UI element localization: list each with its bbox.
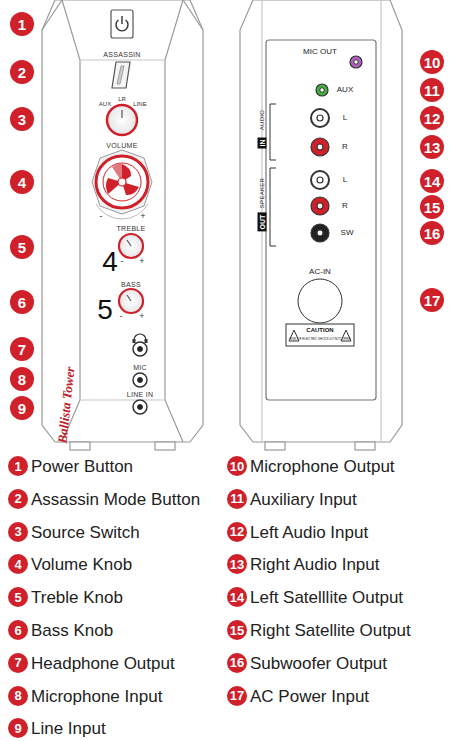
volume-knob xyxy=(92,150,152,219)
callout-number: 8 xyxy=(10,367,34,391)
callout-number: 7 xyxy=(10,337,34,361)
channel-label: R xyxy=(342,143,348,151)
legend-number: 3 xyxy=(8,522,28,542)
legend-text: Subwoofer Output xyxy=(250,654,387,671)
overlay-number: 4 xyxy=(102,248,118,276)
io-brackets xyxy=(270,104,276,246)
legend-text: Volume Knob xyxy=(31,556,132,573)
legend-number: 8 xyxy=(8,686,28,706)
legend-number: 10 xyxy=(227,456,247,476)
knob-scale: - xyxy=(121,257,124,266)
legend-text: Source Switch xyxy=(31,523,140,540)
callout-number: 17 xyxy=(420,288,444,312)
caution-title: CAUTION xyxy=(306,327,333,333)
legend-text: Microphone Input xyxy=(31,687,162,704)
legend-text: Auxiliary Input xyxy=(250,490,357,507)
legend-text: Left Satelllite Output xyxy=(250,589,403,606)
knob-label: VOLUME xyxy=(106,142,137,149)
group-tag: OUT xyxy=(258,213,267,232)
callout-number: 13 xyxy=(420,135,444,159)
legend-number: 5 xyxy=(8,587,28,607)
group-label: AUDIO xyxy=(259,110,265,131)
tone-knobs xyxy=(119,234,143,313)
legend-text: AC Power Input xyxy=(250,687,369,704)
legend-text: Headphone Output xyxy=(31,654,175,671)
jack-label: AUX xyxy=(337,86,353,94)
back-panel xyxy=(240,0,402,450)
callout-number: 11 xyxy=(420,78,444,102)
knob-scale: + xyxy=(139,312,144,321)
knob-scale: - xyxy=(100,212,103,221)
brand-logo: Ballista Tower xyxy=(56,366,77,444)
knob-label: BASS xyxy=(121,281,141,288)
legend-number: 14 xyxy=(227,587,247,607)
legend-text: Right Satellite Output xyxy=(250,622,411,639)
back-jacks xyxy=(311,56,362,242)
front-panel xyxy=(42,0,203,450)
front-jacks xyxy=(133,334,148,414)
callout-number: 9 xyxy=(10,396,34,420)
group-label: SPEAKER xyxy=(259,178,265,208)
overlay-number: 5 xyxy=(97,296,113,324)
legend-number: 1 xyxy=(8,456,28,476)
legend-number: 4 xyxy=(8,554,28,574)
legend-number: 11 xyxy=(227,489,247,509)
legend-text: Power Button xyxy=(31,458,133,475)
legend-text: Line Input xyxy=(31,720,106,737)
callout-number: 1 xyxy=(10,12,34,36)
jack-label: LINE IN xyxy=(127,391,154,398)
legend-text: Right Audio Input xyxy=(250,556,379,573)
legend-text: Treble Knob xyxy=(31,589,123,606)
callout-number: 12 xyxy=(420,106,444,130)
jack-label: MIC xyxy=(133,364,147,371)
knob-scale: + xyxy=(140,212,145,221)
assassin-button xyxy=(112,62,130,88)
legend-text: Bass Knob xyxy=(31,622,113,639)
channel-label: SW xyxy=(341,229,354,237)
channel-label: R xyxy=(342,202,348,210)
switch-position: LINE xyxy=(133,101,146,107)
legend-number: 7 xyxy=(8,653,28,673)
legend-number: 13 xyxy=(227,554,247,574)
source-switch xyxy=(107,105,137,135)
knob-scale: - xyxy=(120,312,123,321)
callout-number: 3 xyxy=(10,107,34,131)
inlet-label: AC-IN xyxy=(309,268,331,276)
knob-scale: + xyxy=(139,257,144,266)
callout-number: 14 xyxy=(420,169,444,193)
callout-number: 10 xyxy=(420,50,444,74)
legend-text: Microphone Output xyxy=(250,458,395,475)
channel-label: L xyxy=(343,176,347,184)
knob-label: TREBLE xyxy=(116,225,145,232)
switch-position: AUX xyxy=(99,101,111,107)
legend-number: 16 xyxy=(227,653,247,673)
legend-number: 2 xyxy=(8,489,28,509)
callout-number: 2 xyxy=(10,60,34,84)
legend-text: Assassin Mode Button xyxy=(31,490,200,507)
ac-inlet xyxy=(286,279,354,346)
callout-number: 6 xyxy=(10,290,34,314)
legend-number: 6 xyxy=(8,620,28,640)
legend-text: Left Audio Input xyxy=(250,523,368,540)
callout-number: 16 xyxy=(420,221,444,245)
legend-number: 17 xyxy=(227,686,247,706)
channel-label: L xyxy=(343,114,347,122)
caution-text: RISK OF ELECTRIC SHOCK DO NOT OPEN xyxy=(290,338,351,341)
legend-number: 9 xyxy=(8,718,28,738)
callout-number: 5 xyxy=(10,235,34,259)
callout-number: 15 xyxy=(420,195,444,219)
power-button xyxy=(111,10,133,38)
group-tag: IN xyxy=(258,138,267,149)
callout-number: 4 xyxy=(10,170,34,194)
button-label: ASSASSIN xyxy=(103,51,140,58)
switch-position: LR xyxy=(118,96,126,102)
jack-label: MIC OUT xyxy=(303,48,337,56)
legend-number: 15 xyxy=(227,620,247,640)
legend-number: 12 xyxy=(227,522,247,542)
